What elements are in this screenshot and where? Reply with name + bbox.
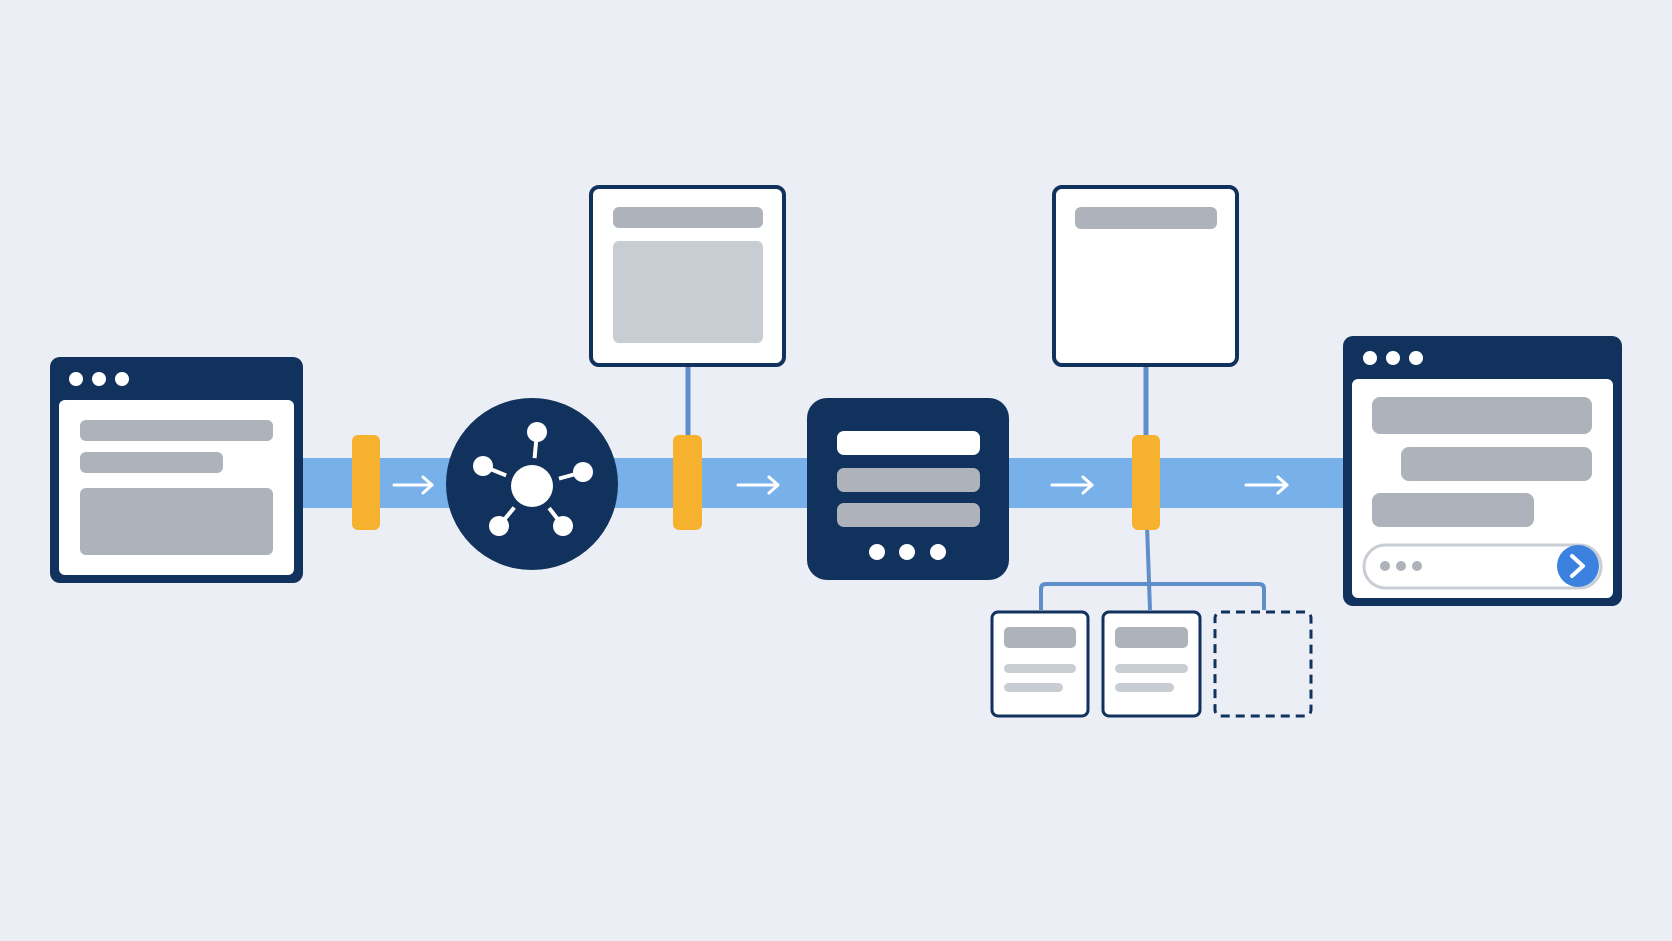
typing-dot bbox=[1396, 561, 1406, 571]
gate-marker bbox=[1132, 435, 1160, 530]
flow-arrow-icon bbox=[392, 475, 434, 495]
placeholder-bar bbox=[1115, 627, 1188, 648]
image-placeholder bbox=[80, 488, 273, 555]
message-bubble bbox=[1401, 447, 1592, 481]
window-dot bbox=[115, 372, 129, 386]
top-card-2 bbox=[1052, 185, 1239, 440]
gate-marker bbox=[673, 435, 702, 530]
card-frame bbox=[1052, 185, 1239, 367]
row-bar bbox=[837, 503, 980, 527]
flow-arrow-icon bbox=[1244, 475, 1289, 495]
branch-tree bbox=[1039, 524, 1266, 611]
send-button[interactable] bbox=[1557, 545, 1599, 587]
placeholder-bar bbox=[613, 207, 763, 228]
image-placeholder bbox=[613, 241, 763, 343]
branch-bracket bbox=[1039, 582, 1266, 610]
text-line bbox=[1115, 664, 1188, 673]
network-icon bbox=[473, 422, 593, 536]
send-button-circle[interactable] bbox=[1557, 545, 1599, 587]
row-bar bbox=[837, 468, 980, 492]
placeholder-bar bbox=[1004, 627, 1076, 648]
placeholder-bar bbox=[1075, 207, 1217, 229]
window-dot bbox=[1363, 351, 1377, 365]
typing-dot bbox=[1412, 561, 1422, 571]
row-highlight bbox=[837, 431, 980, 455]
placeholder-bar bbox=[80, 420, 273, 441]
window-dot bbox=[1386, 351, 1400, 365]
branch-card-3-placeholder bbox=[1213, 610, 1313, 718]
window-dot bbox=[92, 372, 106, 386]
branch-card-1 bbox=[990, 610, 1090, 718]
card-dot bbox=[899, 544, 915, 560]
gate-marker bbox=[352, 435, 380, 530]
branch-card-2 bbox=[1101, 610, 1202, 718]
flow-arrow-icon bbox=[736, 475, 780, 495]
top-card-1 bbox=[589, 185, 786, 440]
branch-stem bbox=[1145, 524, 1152, 611]
window-dot bbox=[69, 372, 83, 386]
window-dot bbox=[1409, 351, 1423, 365]
processor-card bbox=[807, 398, 1009, 580]
placeholder-bar bbox=[80, 452, 223, 473]
text-line bbox=[1004, 683, 1063, 692]
message-bubble bbox=[1372, 397, 1592, 434]
source-window bbox=[50, 357, 303, 583]
chat-window bbox=[1343, 336, 1622, 606]
hub-node bbox=[446, 398, 618, 570]
text-line bbox=[1115, 683, 1174, 692]
message-input[interactable] bbox=[1362, 543, 1603, 590]
text-line bbox=[1004, 664, 1076, 673]
message-bubble bbox=[1372, 493, 1534, 527]
send-icon bbox=[1570, 554, 1585, 578]
card-frame-dashed bbox=[1213, 610, 1313, 718]
typing-dot bbox=[1380, 561, 1390, 571]
card-dot bbox=[869, 544, 885, 560]
flow-arrow-icon bbox=[1050, 475, 1094, 495]
card-dot bbox=[930, 544, 946, 560]
